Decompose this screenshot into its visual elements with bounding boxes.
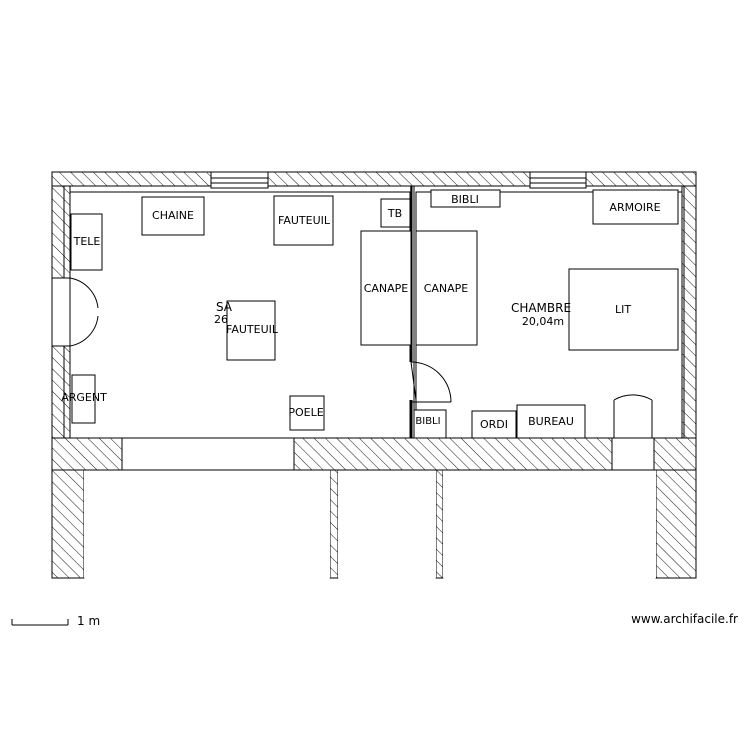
bibli-top-box — [430, 189, 501, 208]
chaine-label: CHAINE — [152, 209, 194, 222]
fauteuil-top-label: FAUTEUIL — [278, 214, 331, 227]
chambre-door-swing — [613, 394, 653, 401]
armoire-label: ARMOIRE — [609, 201, 660, 214]
bibli-bottom-label: BIBLI — [415, 416, 440, 427]
lower-left-pillar — [51, 469, 85, 579]
argent-box — [71, 374, 96, 424]
armoire-box — [592, 189, 679, 225]
bureau-box — [516, 404, 586, 439]
ordi-label: ORDI — [480, 418, 508, 431]
opening-salon — [121, 437, 295, 471]
doors — [51, 277, 653, 438]
fauteuil-center-label: FAUTEUIL — [226, 323, 279, 336]
furniture: CHAINE FAUTEUIL TB TELE CANAPE CANAPE BI… — [61, 189, 679, 439]
tb-box — [380, 198, 411, 228]
left-door-swing-top — [69, 277, 99, 309]
tele-label: TELE — [73, 235, 101, 248]
lit-box — [568, 268, 679, 351]
tele-box — [70, 213, 103, 271]
partition-door-swing — [410, 361, 452, 403]
outer-wall-top — [51, 171, 697, 187]
left-door-swing-bottom — [69, 315, 99, 347]
lower-gap-right — [443, 470, 656, 578]
canape-right-label: CANAPE — [424, 282, 469, 295]
partition-door-leaf — [410, 361, 417, 401]
window-salon — [210, 171, 269, 189]
fauteuil-center-overlay — [226, 300, 276, 361]
lit-label: LIT — [615, 303, 631, 316]
canape-left-box — [360, 230, 412, 346]
credit-text[interactable]: www.archifacile.fr — [631, 612, 738, 626]
lower-right-pillar — [655, 469, 697, 579]
bureau-label: BUREAU — [528, 415, 574, 428]
fauteuil-top-box — [273, 195, 334, 246]
lower-mid-pillar-1 — [329, 469, 339, 579]
ordi-box — [471, 410, 517, 439]
salon-area: 26 — [214, 313, 228, 326]
canape-right-box — [415, 230, 478, 346]
left-door-opening — [51, 277, 71, 347]
argent-label: ARGENT — [61, 391, 107, 404]
lower-gap-left — [84, 470, 330, 578]
lower-gap-mid — [338, 470, 436, 578]
windows — [210, 171, 587, 189]
tb-label: TB — [387, 207, 402, 220]
room-labels: SA 26 CHAMBRE 20,04m — [214, 300, 571, 328]
chambre-area: 20,04m — [522, 315, 564, 328]
opening-chambre-door — [611, 437, 655, 471]
canape-left-label: CANAPE — [364, 282, 409, 295]
bibli-top-label: BIBLI — [451, 193, 479, 206]
bottom-openings — [84, 437, 656, 578]
poele-box — [289, 395, 325, 431]
scale-label: 1 m — [77, 614, 100, 628]
poele-label: POELE — [288, 406, 323, 419]
salon-name: SA — [216, 300, 233, 314]
chambre-name: CHAMBRE — [511, 301, 571, 315]
bibli-bottom-box — [413, 409, 447, 439]
lower-mid-pillar-2 — [435, 469, 444, 579]
chaine-box — [141, 196, 205, 236]
left-wall-upper-block — [51, 185, 71, 279]
window-chambre — [529, 171, 587, 189]
scale-bar: 1 m — [11, 614, 100, 628]
